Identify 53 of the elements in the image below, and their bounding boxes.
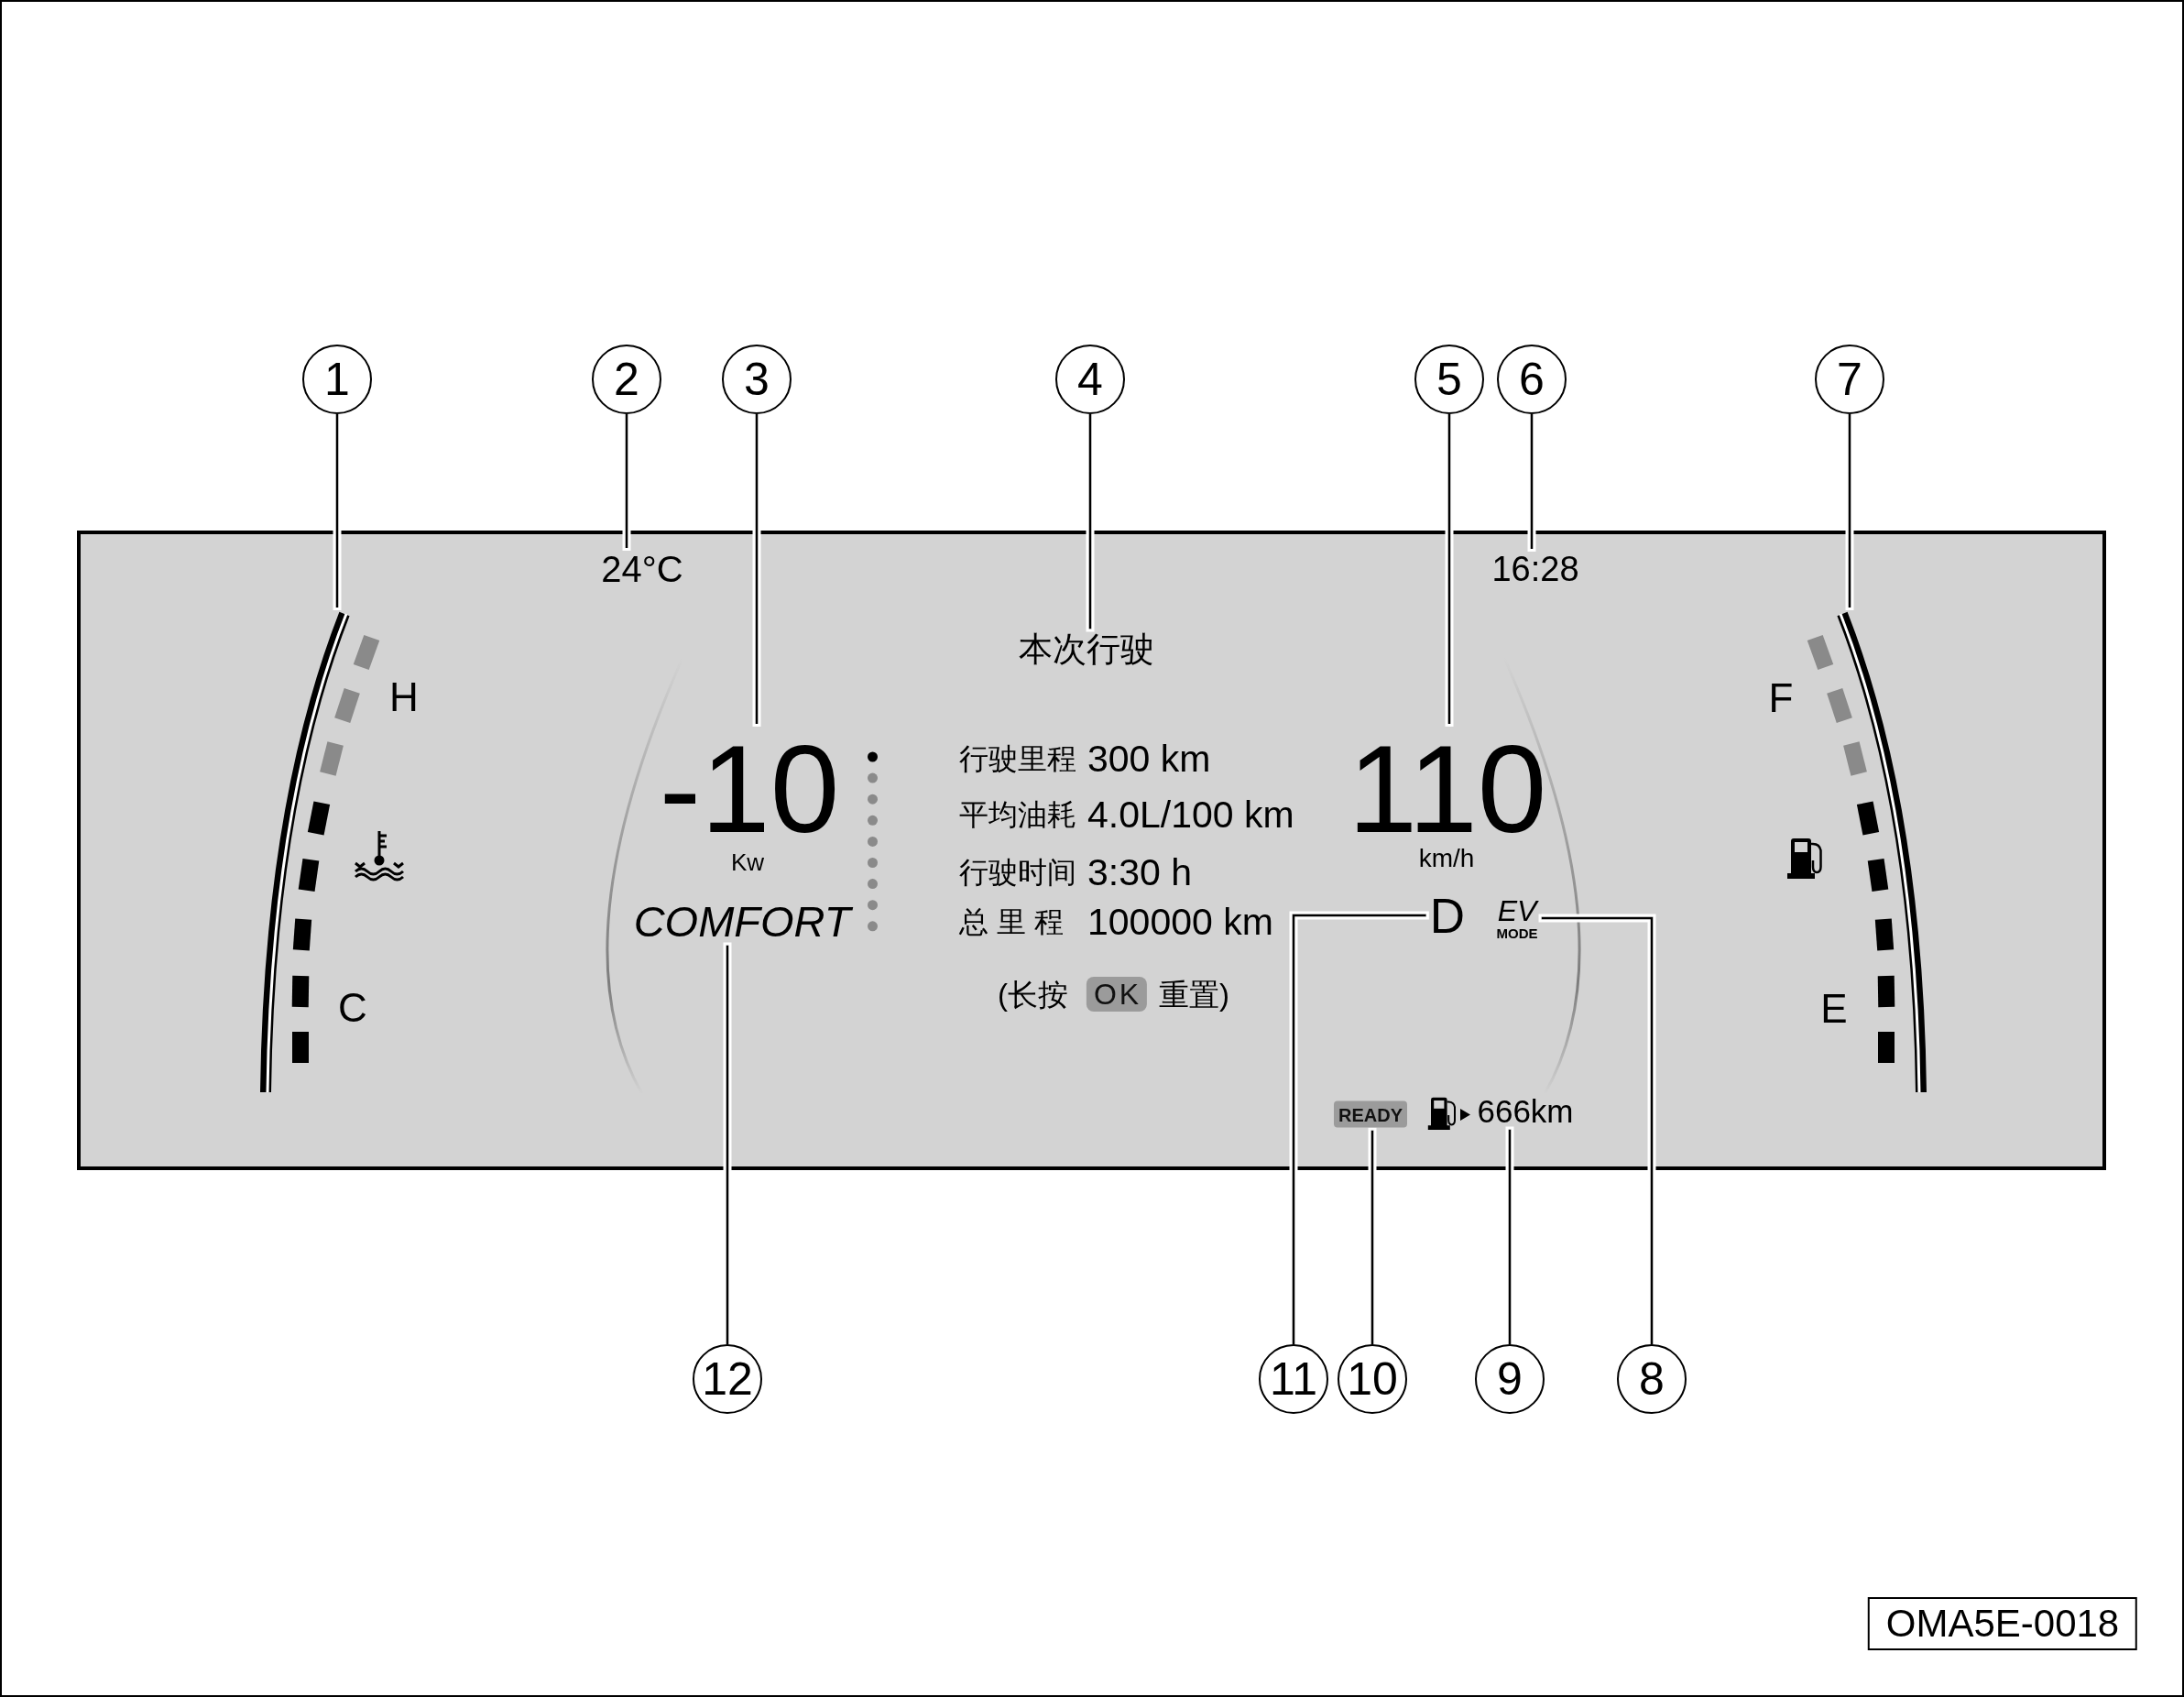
scale-letter: C xyxy=(338,988,367,1028)
hint-text: 重置) xyxy=(1159,979,1229,1010)
hint-text: (长按 xyxy=(998,979,1068,1010)
leader-line xyxy=(1370,1130,1374,1344)
scale-letter: H xyxy=(389,677,419,717)
unit-label: km/h xyxy=(1418,846,1475,871)
leader-line xyxy=(1088,414,1092,630)
indicator-sublabel: MODE xyxy=(1496,926,1538,940)
leader-line xyxy=(1447,414,1451,724)
callout-number: 9 xyxy=(1475,1344,1545,1414)
drive-mode-text: COMFORT xyxy=(633,899,851,943)
trip-value: 3:30 h xyxy=(1087,853,1192,892)
callout-number: 3 xyxy=(722,345,792,414)
leader-line xyxy=(726,945,729,1344)
callout-number: 8 xyxy=(1617,1344,1687,1414)
callout-number: 11 xyxy=(1259,1344,1328,1414)
callout-number: 12 xyxy=(693,1344,762,1414)
temperature-text: 24°C xyxy=(601,551,683,587)
callout-number: 1 xyxy=(302,345,372,414)
leader-line xyxy=(755,414,759,724)
trip-label: 平均油耗 xyxy=(959,800,1076,829)
display-panel xyxy=(77,531,2106,1170)
trip-label: 行驶时间 xyxy=(959,858,1076,887)
range-text: 666km xyxy=(1477,1094,1574,1127)
callout-number: 4 xyxy=(1055,345,1125,414)
callout-number: 5 xyxy=(1414,345,1484,414)
key-cap: OK xyxy=(1086,977,1148,1012)
trip-label: 行驶里程 xyxy=(959,744,1076,773)
clock-text: 16:28 xyxy=(1491,552,1579,586)
power-value: -10 xyxy=(659,727,840,851)
callout-number: 10 xyxy=(1338,1344,1407,1414)
callout-number: 7 xyxy=(1815,345,1884,414)
leader-line xyxy=(625,414,628,548)
leader-line xyxy=(335,414,339,608)
ready-indicator: READY xyxy=(1334,1100,1407,1128)
trip-label: 总 里 程 xyxy=(959,907,1064,936)
trip-value: 4.0L/100 km xyxy=(1087,795,1294,834)
trip-value: 300 km xyxy=(1087,739,1211,778)
trip-value: 100000 km xyxy=(1087,903,1273,941)
leader-line xyxy=(1848,414,1851,608)
leader-line xyxy=(1541,916,1654,1344)
indicator-label: EV xyxy=(1497,896,1537,925)
figure-code: OMA5E-0018 xyxy=(1867,1597,2138,1650)
gear-letter: D xyxy=(1429,891,1466,940)
scale-letter: E xyxy=(1820,989,1848,1029)
leader-line xyxy=(1530,414,1534,549)
unit-label: Kw xyxy=(730,850,765,874)
leader-line xyxy=(1508,1129,1512,1344)
callout-number: 2 xyxy=(592,345,661,414)
scale-letter: F xyxy=(1768,678,1794,718)
trip-heading: 本次行驶 xyxy=(1019,631,1154,666)
leader-line xyxy=(1292,914,1426,1344)
callout-number: 6 xyxy=(1497,345,1567,414)
